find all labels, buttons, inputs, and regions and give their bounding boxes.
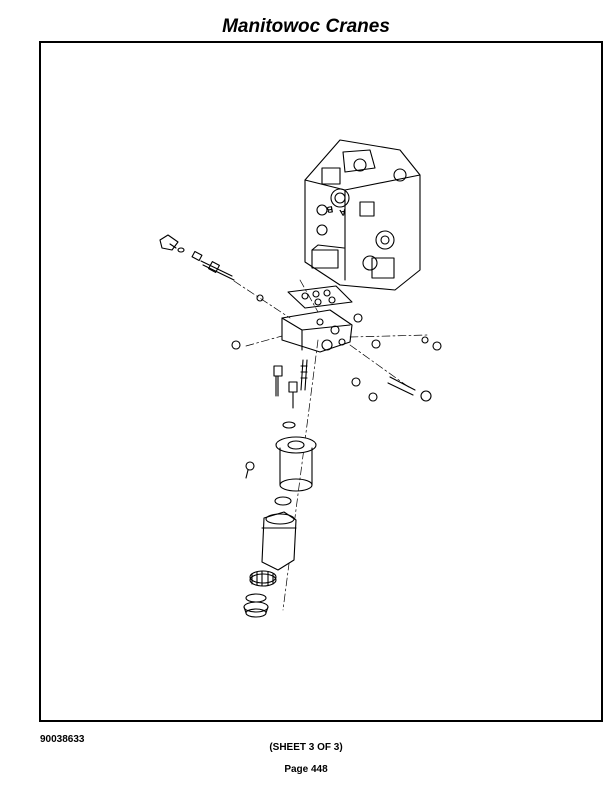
valve-block: A B	[304, 139, 421, 291]
coupling-housing	[261, 511, 297, 571]
o-ring-upper	[282, 421, 296, 429]
assembly-centerlines	[233, 279, 429, 611]
drawing-frame	[39, 41, 603, 722]
gasket	[287, 285, 353, 309]
valve-marking-b: B	[325, 204, 334, 215]
end-cap	[243, 593, 269, 618]
threaded-stud	[300, 359, 308, 391]
pump-housing	[245, 436, 317, 492]
sheet-label: (SHEET 3 OF 3)	[269, 742, 343, 753]
document-title: Manitowoc Cranes	[222, 16, 390, 37]
cap-screw-1	[273, 365, 283, 397]
drawing-number: 90038633	[40, 734, 85, 745]
o-ring-mid	[274, 496, 292, 506]
outlet-fitting	[387, 376, 416, 396]
valve-marking-a: A	[338, 207, 347, 218]
cap-screw-2	[288, 381, 298, 409]
page-number: Page 448	[284, 764, 328, 775]
relief-valve-cartridge	[159, 234, 235, 281]
manifold-block	[281, 309, 353, 353]
small-plugs	[231, 294, 442, 402]
spline-gear	[249, 570, 277, 587]
